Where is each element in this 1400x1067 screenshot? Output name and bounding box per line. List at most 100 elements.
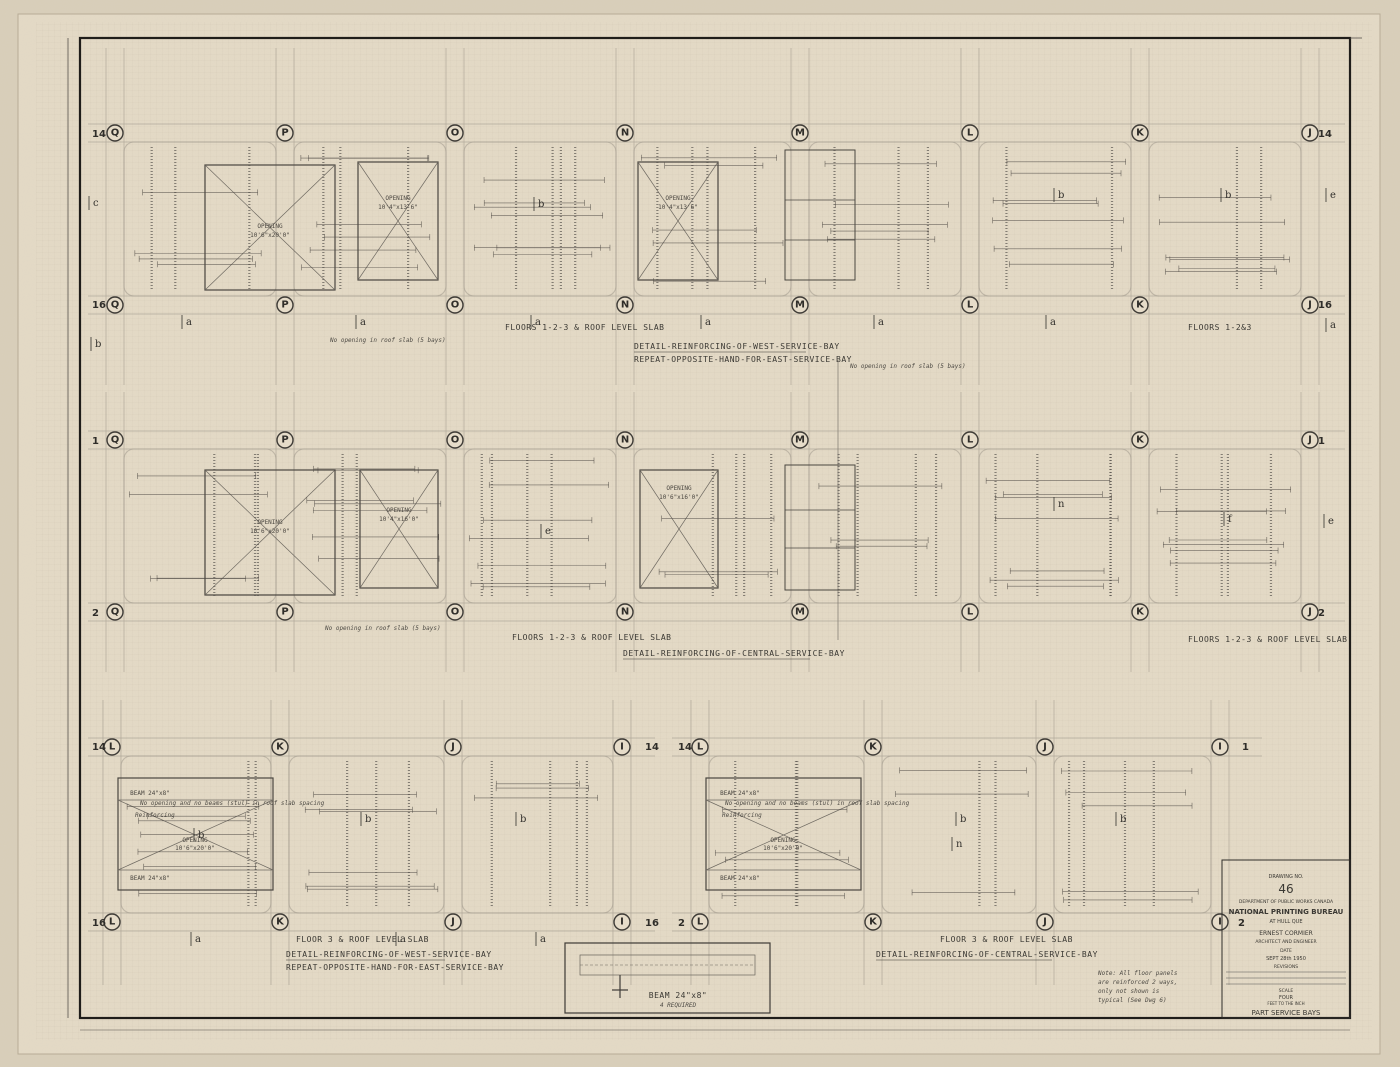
svg-text:K: K (869, 742, 878, 753)
panel-subtitle: REPEAT-OPPOSITE-HAND-FOR-EAST-SERVICE-BA… (286, 963, 504, 972)
grid-bubble-k: K (1131, 603, 1149, 621)
svg-text:I: I (620, 742, 624, 753)
grid-bubble-m: M (791, 603, 809, 621)
svg-text:N: N (621, 607, 629, 618)
svg-text:L: L (967, 300, 974, 311)
svg-text:10'6"x16'0": 10'6"x16'0" (659, 494, 699, 501)
grid-bubble-q: Q (106, 296, 124, 314)
scale-label: SCALE (1279, 988, 1294, 994)
grid-bubble-l: L (961, 603, 979, 621)
grid-bubble-q: Q (106, 431, 124, 449)
svg-text:J: J (1042, 742, 1047, 753)
location: AT HULL QUE (1269, 919, 1302, 925)
grid-bubble-i: I (1211, 738, 1229, 756)
opening-central-large: OPENING 10'6"x20'0" (204, 469, 336, 596)
grid-bubble-l: L (691, 913, 709, 931)
row-label-16-left: 16 (92, 300, 106, 311)
grid-bubble-p: P (276, 603, 294, 621)
grid-bubble-o: O (446, 124, 464, 142)
row-label-14-right: 14 (1318, 129, 1332, 140)
drawing-no-label: DRAWING NO. (1269, 874, 1304, 880)
grid-bubble-l: L (961, 124, 979, 142)
grid-bubble-o: O (446, 603, 464, 621)
svg-text:Q: Q (111, 128, 120, 139)
grid-bubble-o: O (446, 431, 464, 449)
grid-bubble-m: M (791, 124, 809, 142)
svg-text:L: L (109, 742, 116, 753)
architect: ERNEST CORMIER (1259, 930, 1313, 937)
grid-bubble-j: J (1301, 431, 1319, 449)
grid-bubble-p: P (276, 124, 294, 142)
opening-west-n: OPENING 10'4"x13'6" (637, 161, 719, 281)
grid-bubble-j: J (444, 913, 462, 931)
roof-slab-note: No opening in roof slab (5 bays) (324, 625, 441, 632)
svg-text:e: e (545, 526, 551, 537)
svg-text:OPENING: OPENING (665, 195, 691, 202)
svg-text:b: b (1225, 190, 1231, 201)
svg-text:a: a (1050, 317, 1056, 328)
opening-floor3-west: OPENING 10'6"x20'0" BEAM 24"x8" BEAM 24"… (117, 777, 274, 891)
svg-text:c: c (93, 198, 99, 209)
revisions: REVISIONS (1274, 964, 1298, 970)
floors-label-right: FLOORS 1-2-3 & ROOF LEVEL SLAB (1188, 635, 1348, 644)
svg-text:K: K (1136, 300, 1145, 311)
svg-text:K: K (1136, 435, 1145, 446)
svg-text:b: b (95, 339, 101, 350)
svg-text:OPENING: OPENING (182, 837, 208, 844)
department: DEPARTMENT OF PUBLIC WORKS CANADA (1239, 899, 1334, 905)
floors-label-left: FLOORS 1-2-3 & ROOF LEVEL SLAB (505, 323, 665, 332)
grid-bubble-l: L (691, 738, 709, 756)
scale-unit: FEET TO THE INCH (1267, 1001, 1304, 1006)
svg-text:a: a (195, 934, 201, 945)
svg-text:BEAM 24"x8": BEAM 24"x8" (130, 790, 170, 797)
roof-slab-note: No opening in roof slab (5 bays) (329, 337, 446, 344)
grid-bubble-j: J (1301, 603, 1319, 621)
svg-text:a: a (186, 317, 192, 328)
svg-text:10'4"x13'6": 10'4"x13'6" (658, 204, 698, 211)
row-label-2-right: 2 (1318, 608, 1325, 619)
floor-label: FLOOR 3 & ROOF LEVEL SLAB (296, 935, 429, 944)
svg-text:K: K (869, 917, 878, 928)
svg-text:L: L (967, 435, 974, 446)
grid-bubble-i: I (1211, 913, 1229, 931)
beam-detail-title: BEAM 24"x8" (649, 991, 707, 1000)
svg-text:OPENING: OPENING (257, 223, 283, 230)
svg-text:OPENING: OPENING (770, 837, 796, 844)
svg-text:J: J (450, 917, 455, 928)
svg-text:10'4"x16'0": 10'4"x16'0" (379, 516, 419, 523)
svg-text:b: b (365, 814, 371, 825)
opening-floor3-central: OPENING 10'6"x20'0" BEAM 24"x8" BEAM 24"… (705, 777, 862, 891)
svg-text:M: M (795, 300, 805, 311)
beam-detail: BEAM 24"x8" 4 REQUIRED (564, 942, 771, 1014)
svg-text:OPENING: OPENING (385, 195, 411, 202)
svg-text:10'6"x20'0": 10'6"x20'0" (763, 845, 803, 852)
svg-text:K: K (1136, 128, 1145, 139)
grid-bubble-k: K (864, 738, 882, 756)
grid-bubble-k: K (1131, 296, 1149, 314)
svg-text:J: J (1307, 607, 1312, 618)
svg-text:a: a (535, 317, 541, 328)
svg-text:10'6"x20'0": 10'6"x20'0" (175, 845, 215, 852)
svg-text:10'6"x20'0": 10'6"x20'0" (250, 528, 290, 535)
panel-title: DETAIL-REINFORCING-OF-CENTRAL-SERVICE-BA… (876, 950, 1098, 959)
svg-text:10'6"x20'0": 10'6"x20'0" (250, 232, 290, 239)
row-label-14: 14 (678, 742, 692, 753)
panel-title: DETAIL-REINFORCING-OF-WEST-SERVICE-BAY (286, 950, 492, 959)
svg-text:n: n (1058, 499, 1065, 510)
svg-text:L: L (697, 742, 704, 753)
grid-bubble-p: P (276, 296, 294, 314)
svg-text:P: P (281, 128, 288, 139)
svg-text:Q: Q (111, 607, 120, 618)
svg-text:P: P (281, 300, 288, 311)
svg-text:N: N (621, 128, 629, 139)
grid-bubble-m: M (791, 431, 809, 449)
grid-bubble-n: N (616, 431, 634, 449)
svg-text:K: K (276, 742, 285, 753)
grid-bubble-k: K (1131, 124, 1149, 142)
grid-bubble-l: L (103, 738, 121, 756)
row-label-16-right: 16 (1318, 300, 1332, 311)
